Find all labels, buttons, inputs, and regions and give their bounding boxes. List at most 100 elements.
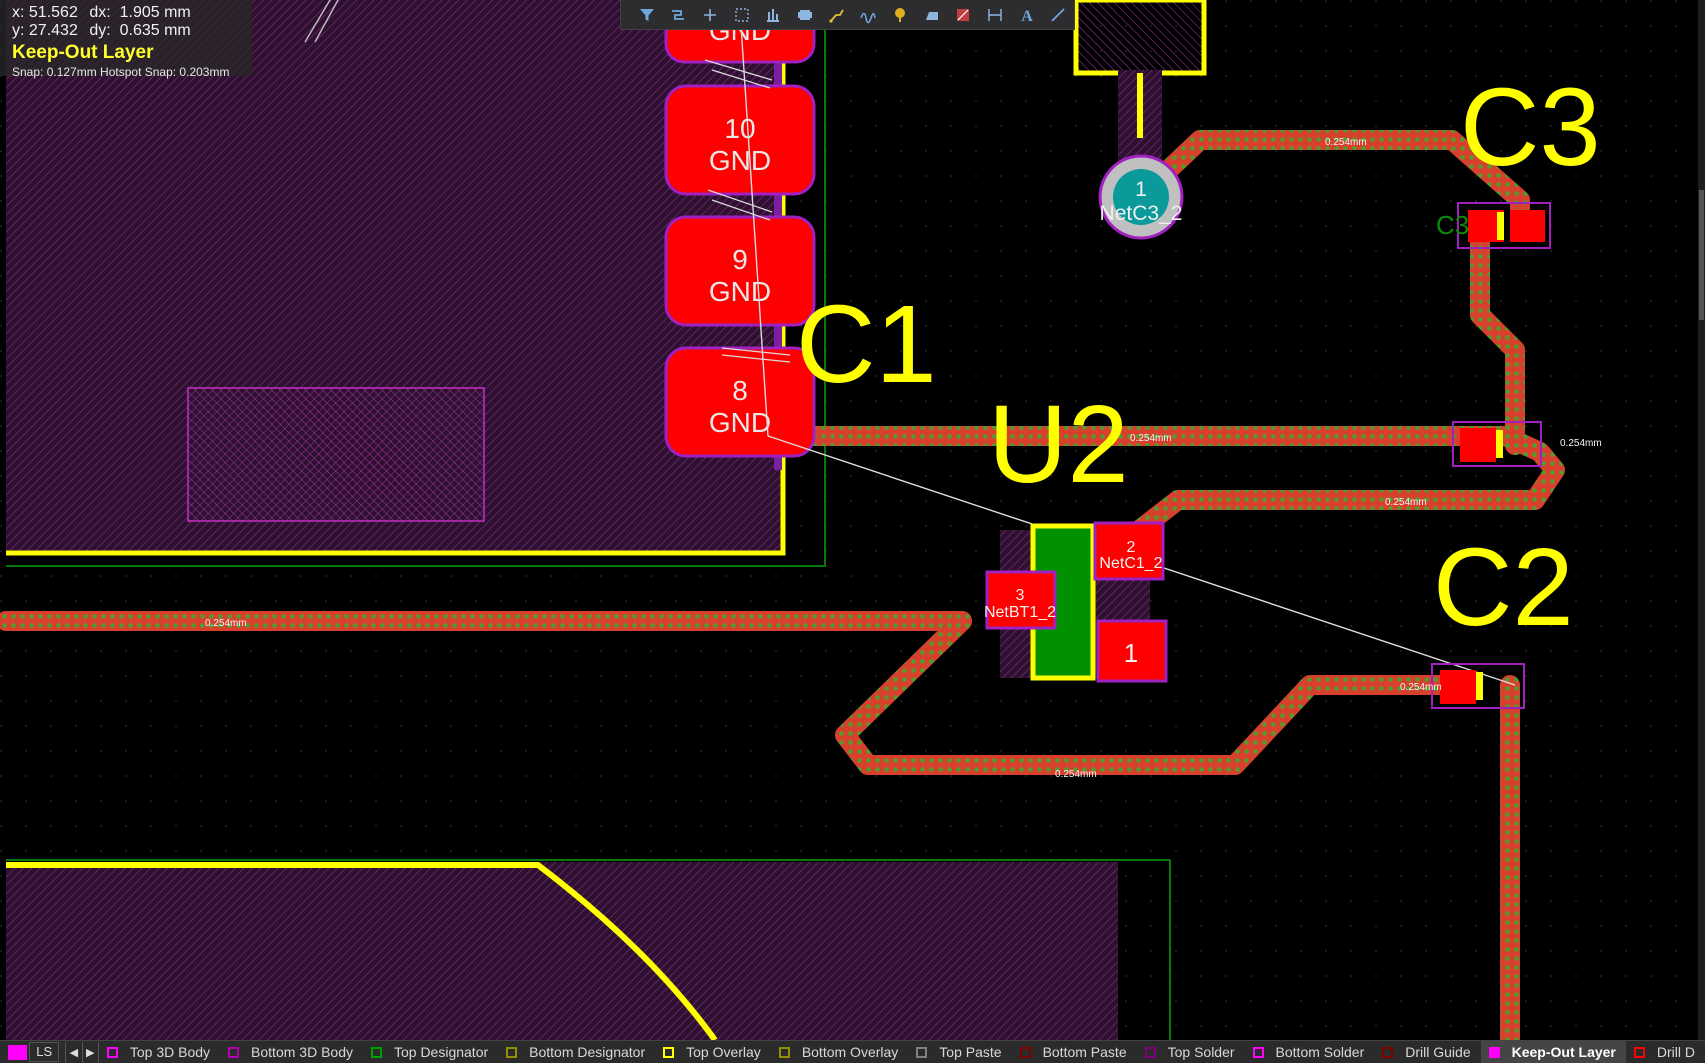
track-width-label: 0.254mm bbox=[1130, 433, 1172, 444]
layer-tab-label: Top Solder bbox=[1167, 1044, 1235, 1060]
tracks bbox=[0, 130, 1565, 1040]
track-width-label: 0.254mm bbox=[1385, 497, 1427, 508]
x-coordinate-line: x: 51.562 dx: 1.905 mm bbox=[12, 4, 191, 21]
u2-pad-2-number: 2 bbox=[1127, 539, 1136, 556]
pad-9-number: 9 bbox=[732, 244, 748, 275]
track-width-label: 0.254mm bbox=[1325, 137, 1367, 148]
u2-pad-2-net: NetC1_2 bbox=[1099, 555, 1162, 572]
layer-color-swatch bbox=[1633, 1046, 1645, 1058]
y-coordinate-line: y: 27.432 dy: 0.635 mm bbox=[12, 22, 191, 39]
pad-10-number: 10 bbox=[724, 113, 755, 144]
line-icon[interactable] bbox=[1042, 1, 1074, 29]
filter-icon[interactable] bbox=[631, 1, 663, 29]
u2-pad-1-number: 1 bbox=[1124, 638, 1138, 668]
scrollbar-thumb[interactable] bbox=[1699, 190, 1704, 320]
layer-tab-keep-out-layer[interactable]: Keep-Out Layer bbox=[1480, 1041, 1626, 1063]
layer-tab-list: Top 3D Body Bottom 3D Body Top Designator B… bbox=[99, 1041, 1705, 1063]
c3-ghost-designator: C3 bbox=[1436, 210, 1469, 240]
track-width-label: 0.254mm bbox=[1560, 438, 1602, 449]
layer-tab-bottom-designator[interactable]: Bottom Designator bbox=[498, 1041, 655, 1063]
svg-text:A: A bbox=[1021, 8, 1033, 24]
dy-value: 0.635 mm bbox=[119, 22, 191, 39]
c3-footprint[interactable] bbox=[1457, 202, 1551, 249]
c2-designator: C2 bbox=[1433, 526, 1574, 649]
pcb-canvas[interactable]: GND 10 GND 9 GND 8 GND 1 NetC3_2 C3 bbox=[0, 0, 1705, 1040]
layer-tab-top-solder[interactable]: Top Solder bbox=[1137, 1041, 1245, 1063]
dimension-icon[interactable] bbox=[979, 1, 1011, 29]
layer-tab-prev-icon[interactable]: ◀ bbox=[65, 1041, 81, 1063]
dx-value: 1.905 mm bbox=[119, 4, 191, 21]
u2-pad-3-net: NetBT1_2 bbox=[984, 604, 1056, 621]
pad-9-net: GND bbox=[709, 276, 771, 307]
layer-tab-label: Bottom Paste bbox=[1042, 1044, 1127, 1060]
layer-tab-top-paste[interactable]: Top Paste bbox=[908, 1041, 1011, 1063]
layer-tab-bottom-paste[interactable]: Bottom Paste bbox=[1012, 1041, 1137, 1063]
diff-pair-icon[interactable] bbox=[852, 1, 884, 29]
track-width-label: 0.254mm bbox=[1055, 769, 1097, 780]
layer-color-swatch bbox=[506, 1046, 518, 1058]
layer-tab-drill-guide[interactable]: Drill Guide bbox=[1374, 1041, 1480, 1063]
layer-tab-label: Top Paste bbox=[939, 1044, 1002, 1060]
c2-pad[interactable] bbox=[1431, 663, 1525, 709]
pad-8-net: GND bbox=[709, 407, 771, 438]
ratsnest-line bbox=[739, 9, 769, 437]
route-icon[interactable] bbox=[663, 1, 695, 29]
layer-color-swatch bbox=[370, 1046, 382, 1058]
active-bar-toolbar: A bbox=[620, 0, 1075, 30]
layer-tab-label: Bottom 3D Body bbox=[251, 1044, 353, 1060]
current-layer-color-swatch[interactable] bbox=[8, 1044, 28, 1060]
layer-tab-bar: LS ◀ ▶ Top 3D Body Bottom 3D Body Top Desi… bbox=[0, 1040, 1705, 1063]
layer-tab-bottom-overlay[interactable]: Bottom Overlay bbox=[771, 1041, 908, 1063]
layer-tab-label: Top Designator bbox=[393, 1044, 489, 1060]
layer-color-swatch bbox=[228, 1046, 240, 1058]
layer-tab-drill-d[interactable]: Drill D bbox=[1626, 1041, 1705, 1063]
via-netc3-2[interactable] bbox=[1098, 154, 1184, 240]
u2-designator: U2 bbox=[988, 383, 1129, 506]
layer-tab-label: Top Overlay bbox=[686, 1044, 761, 1060]
layer-color-swatch bbox=[1019, 1046, 1031, 1058]
select-rect-icon[interactable] bbox=[726, 1, 758, 29]
layer-tab-label: Bottom Solder bbox=[1275, 1044, 1365, 1060]
pad-8-number: 8 bbox=[732, 375, 748, 406]
u2-footprint[interactable] bbox=[985, 521, 1168, 683]
crosshair-icon[interactable] bbox=[694, 1, 726, 29]
layer-set-button[interactable]: LS bbox=[29, 1042, 60, 1062]
layer-color-swatch bbox=[1382, 1046, 1394, 1058]
coordinate-readout: x: 51.562 dx: 1.905 mm y: 27.432 dy: 0.6… bbox=[0, 0, 252, 79]
interactive-route-icon[interactable] bbox=[821, 1, 853, 29]
track-width-label: 0.254mm bbox=[1400, 682, 1442, 693]
layer-color-swatch bbox=[106, 1046, 118, 1058]
snap-info: Snap: 0.127mm Hotspot Snap: 0.203mm bbox=[12, 65, 230, 79]
region-icon[interactable] bbox=[947, 1, 979, 29]
c1-pad[interactable] bbox=[1452, 421, 1542, 467]
layer-color-swatch bbox=[916, 1046, 928, 1058]
board-body-bottom bbox=[6, 859, 1171, 1040]
layer-tab-label: Bottom Designator bbox=[529, 1044, 646, 1060]
layer-color-swatch bbox=[1252, 1046, 1264, 1058]
layer-tab-top-designator[interactable]: Top Designator bbox=[363, 1041, 498, 1063]
vertical-scrollbar[interactable] bbox=[1698, 0, 1705, 1040]
align-icon[interactable] bbox=[758, 1, 790, 29]
track-width-label: 0.254mm bbox=[205, 618, 247, 629]
layer-tab-label: Drill Guide bbox=[1405, 1044, 1471, 1060]
layer-tab-next-icon[interactable]: ▶ bbox=[81, 1041, 99, 1063]
via-icon[interactable] bbox=[884, 1, 916, 29]
layer-tab-bottom-3d-body[interactable]: Bottom 3D Body bbox=[220, 1041, 363, 1063]
layer-tab-bottom-solder[interactable]: Bottom Solder bbox=[1245, 1041, 1375, 1063]
y-value: 27.432 bbox=[28, 22, 78, 39]
layer-color-swatch bbox=[1488, 1046, 1500, 1058]
c1-designator: C1 bbox=[796, 283, 937, 406]
layer-color-swatch bbox=[663, 1046, 675, 1058]
text-icon[interactable]: A bbox=[1011, 1, 1043, 29]
layer-tab-top-3d-body[interactable]: Top 3D Body bbox=[99, 1041, 220, 1063]
layer-tab-label: Drill D bbox=[1656, 1044, 1695, 1060]
layer-tab-top-overlay[interactable]: Top Overlay bbox=[655, 1041, 771, 1063]
x-value: 51.562 bbox=[28, 4, 78, 21]
c3-designator: C3 bbox=[1460, 66, 1601, 189]
polygon-icon[interactable] bbox=[916, 1, 948, 29]
layer-color-swatch bbox=[1144, 1046, 1156, 1058]
component-icon[interactable] bbox=[789, 1, 821, 29]
layer-color-swatch bbox=[778, 1046, 790, 1058]
via-number: 1 bbox=[1135, 178, 1147, 201]
layer-tab-label: Keep-Out Layer bbox=[1511, 1044, 1616, 1060]
